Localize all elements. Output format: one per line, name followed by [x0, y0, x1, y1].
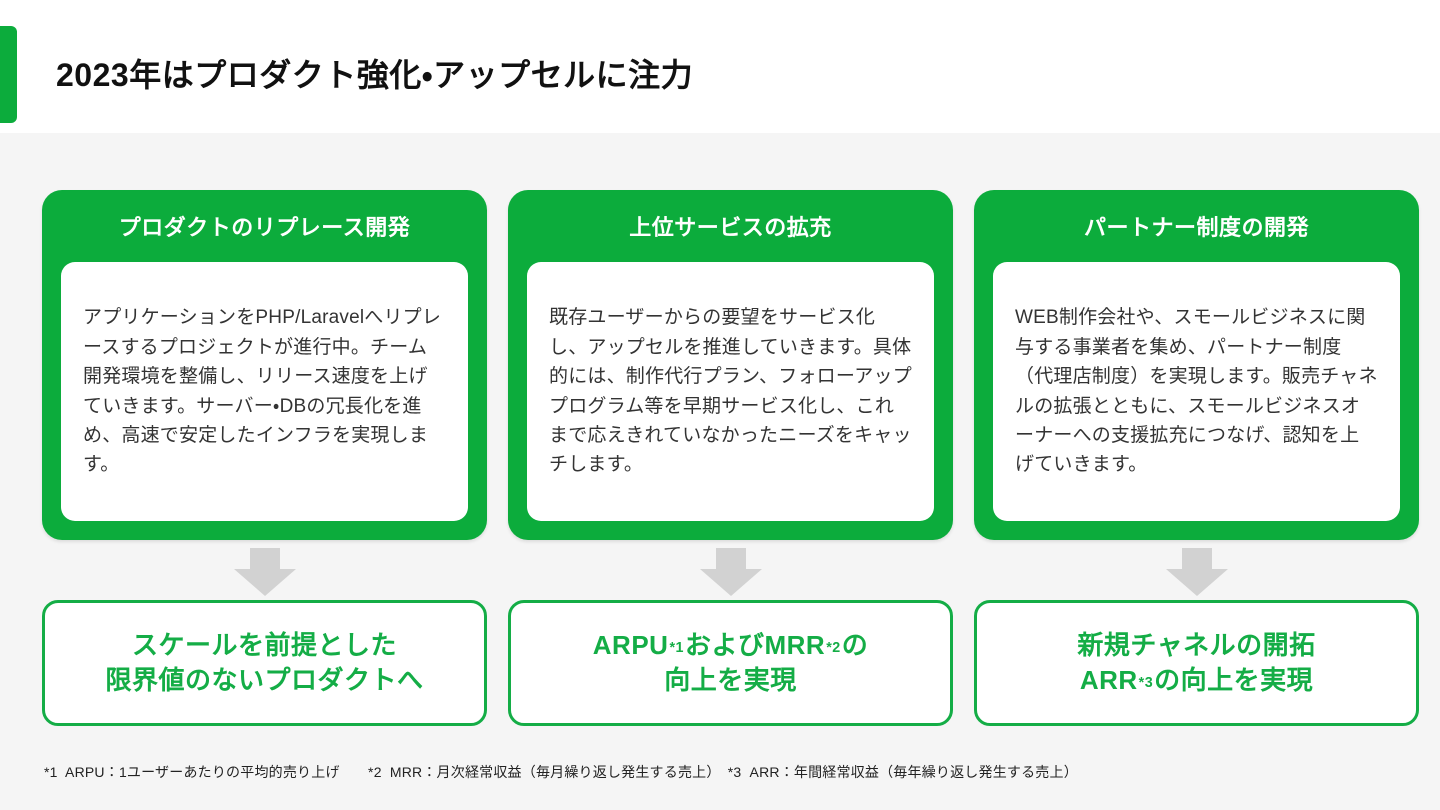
outcome-text-segment: 向上を実現 [664, 665, 797, 695]
card-body-text: 既存ユーザーからの要望をサービス化し、アップセルを推進していきます。具体的には、… [549, 307, 912, 476]
down-arrow-icon [699, 548, 762, 596]
outcome-box-new-channel-arr: 新規チャネルの開拓 ARR*3の向上を実現 [974, 600, 1419, 726]
outcome-text-segment: ARR [1079, 665, 1138, 695]
footnote: *1 ARPU：1ユーザーあたりの平均的売り上げ *2 MRR：月次経常収益（毎… [44, 764, 1078, 780]
slide-header: 2023年はプロダクト強化・アップセルに注力 [0, 0, 1440, 133]
arrow-cell [508, 540, 953, 600]
outcome-line: ARPU*1およびMRR*2の [593, 628, 868, 663]
outcome-line: 新規チャネルの開拓 [1077, 628, 1315, 663]
reference-marker: *2 [826, 640, 841, 657]
outcome-text-segment: およびMRR [684, 629, 826, 660]
outcome-text-segment: 新規チャネルの開拓 [1077, 629, 1316, 660]
card-inner-panel: WEB制作会社や、スモールビジネスに関与する事業者を集め、パートナー制度（代理店… [993, 262, 1400, 521]
strategy-cards-row: プロダクトのリプレース開発 アプリケーションをPHP/Laravelへリプレース… [0, 133, 1440, 540]
outcome-text-segment: ARPU [592, 629, 669, 660]
outcome-box-arpu-mrr: ARPU*1およびMRR*2の 向上を実現 [508, 600, 953, 726]
card-product-replace: プロダクトのリプレース開発 アプリケーションをPHP/Laravelへリプレース… [42, 190, 487, 540]
outcome-text-segment: の向上を実現 [1154, 665, 1314, 695]
outcome-box-scalable-product: スケールを前提とした 限界値のないプロダクトへ [42, 600, 487, 726]
card-header: 上位サービスの拡充 [629, 215, 832, 240]
card-partner-program: パートナー制度の開発 WEB制作会社や、スモールビジネスに関与する事業者を集め、… [974, 190, 1419, 540]
slide-body: プロダクトのリプレース開発 アプリケーションをPHP/Laravelへリプレース… [0, 133, 1440, 782]
title-accent-bar [0, 26, 17, 123]
outcomes-row: スケールを前提とした 限界値のないプロダクトへ ARPU*1およびMRR*2の … [0, 600, 1440, 726]
arrow-cell [42, 540, 487, 600]
outcome-text-segment: 限界値のないプロダクトへ [105, 665, 424, 695]
card-inner-panel: アプリケーションをPHP/Laravelへリプレースするプロジェクトが進行中。チ… [61, 262, 468, 521]
outcome-line: スケールを前提とした [132, 628, 397, 663]
reference-marker: *1 [669, 640, 684, 657]
reference-marker: *3 [1138, 675, 1154, 692]
outcome-text-segment: の [841, 629, 869, 660]
card-upper-service: 上位サービスの拡充 既存ユーザーからの要望をサービス化し、アップセルを推進してい… [508, 190, 953, 540]
down-arrow-icon [1165, 548, 1228, 596]
card-header: パートナー制度の開発 [1083, 215, 1309, 240]
outcome-line: 限界値のないプロダクトへ [105, 663, 423, 698]
outcome-line: 向上を実現 [664, 663, 797, 698]
arrow-cell [974, 540, 1419, 600]
page-title: 2023年はプロダクト強化・アップセルに注力 [56, 57, 694, 93]
card-header: プロダクトのリプレース開発 [118, 215, 411, 240]
outcome-line: ARR*3の向上を実現 [1080, 663, 1313, 698]
card-body-text: WEB制作会社や、スモールビジネスに関与する事業者を集め、パートナー制度（代理店… [1015, 307, 1378, 476]
outcome-text-segment: スケールを前提とした [131, 629, 397, 660]
down-arrow-icon [233, 548, 296, 596]
arrows-row [0, 540, 1440, 600]
card-body-text: アプリケーションをPHP/Laravelへリプレースするプロジェクトが進行中。チ… [83, 307, 442, 476]
card-inner-panel: 既存ユーザーからの要望をサービス化し、アップセルを推進していきます。具体的には、… [527, 262, 934, 521]
